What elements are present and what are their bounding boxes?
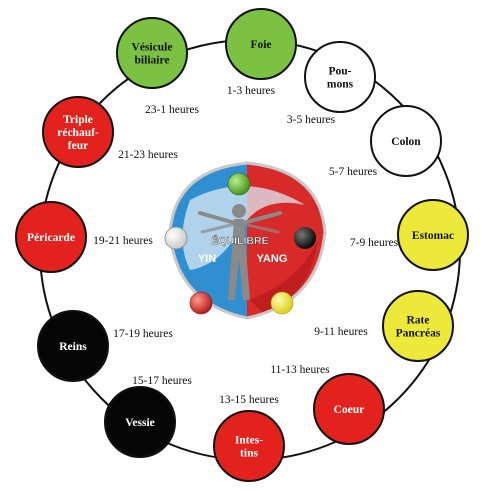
black-ball-icon bbox=[294, 227, 316, 249]
time-range-label: 19-21 heures bbox=[93, 235, 153, 247]
organ-name: Rate bbox=[407, 315, 430, 327]
swirl-light bbox=[182, 186, 305, 270]
red-ball-icon bbox=[189, 291, 213, 315]
center-title: ÉQUILIBRE bbox=[211, 234, 268, 247]
organ-name: Triple bbox=[63, 114, 93, 126]
time-range-label: 23-1 heures bbox=[145, 104, 199, 116]
time-range-label: 13-15 heures bbox=[219, 394, 279, 406]
green-ball-icon bbox=[227, 172, 251, 196]
organ-circle bbox=[116, 17, 188, 89]
time-range-label: 5-7 heures bbox=[329, 166, 378, 178]
time-range-label: 15-17 heures bbox=[132, 375, 192, 387]
organ-circle bbox=[225, 8, 297, 80]
organ-node: Reins bbox=[37, 310, 109, 382]
organ-name: Intes- bbox=[235, 435, 263, 447]
organ-node: Estomac bbox=[397, 199, 469, 271]
center-yang: YANG bbox=[257, 253, 288, 265]
organ-name: feur bbox=[68, 140, 88, 152]
center-yin: YIN bbox=[198, 253, 216, 265]
organ-circle bbox=[397, 199, 469, 271]
center-emblem: ÉQUILIBRE YIN YANG bbox=[164, 161, 327, 320]
organ-name: Foie bbox=[250, 39, 271, 51]
organ-circle bbox=[370, 105, 442, 177]
yellow-ball-icon bbox=[270, 291, 294, 315]
swirl-dark-red bbox=[250, 240, 318, 315]
time-range-label: 21-23 heures bbox=[118, 149, 178, 161]
organ-name: Coeur bbox=[334, 404, 365, 416]
organ-name: Pancréas bbox=[396, 328, 441, 340]
organ-name: tins bbox=[240, 448, 258, 460]
time-range-label: 9-11 heures bbox=[314, 326, 368, 338]
time-range-label: 7-9 heures bbox=[350, 237, 399, 249]
organ-node: Péricarde bbox=[15, 201, 87, 273]
organ-circle bbox=[104, 386, 176, 458]
organ-circle bbox=[37, 310, 109, 382]
organ-circle bbox=[15, 201, 87, 273]
organ-name: Péricarde bbox=[27, 232, 75, 244]
organ-name: Vessie bbox=[125, 417, 155, 429]
organ-node: Intes-tins bbox=[213, 410, 285, 482]
organ-node: Foie bbox=[225, 8, 297, 80]
organ-circle bbox=[382, 290, 454, 362]
organ-name: mons bbox=[327, 79, 354, 91]
organ-name: Vésicule bbox=[132, 42, 173, 54]
organ-node: Colon bbox=[370, 105, 442, 177]
white-ball-icon bbox=[164, 226, 188, 250]
time-range-label: 17-19 heures bbox=[113, 328, 173, 340]
organ-name: Reins bbox=[59, 341, 87, 353]
organ-name: biliaire bbox=[135, 55, 170, 67]
organ-name: Pou- bbox=[329, 66, 352, 78]
organ-node: Vessie bbox=[104, 386, 176, 458]
organ-name: réchauf- bbox=[57, 127, 99, 139]
organ-node: Pou-mons bbox=[304, 41, 376, 113]
human-figure-icon bbox=[198, 204, 282, 300]
time-range-label: 11-13 heures bbox=[270, 364, 330, 376]
organ-circle bbox=[213, 410, 285, 482]
time-range-label: 1-3 heures bbox=[227, 85, 276, 97]
organ-name: Colon bbox=[391, 136, 421, 148]
organ-circle bbox=[42, 96, 114, 168]
organ-circle bbox=[304, 41, 376, 113]
organ-circle bbox=[313, 373, 385, 445]
organ-name: Estomac bbox=[412, 230, 454, 242]
organ-node: Coeur bbox=[313, 373, 385, 445]
time-range-label: 3-5 heures bbox=[287, 114, 336, 126]
